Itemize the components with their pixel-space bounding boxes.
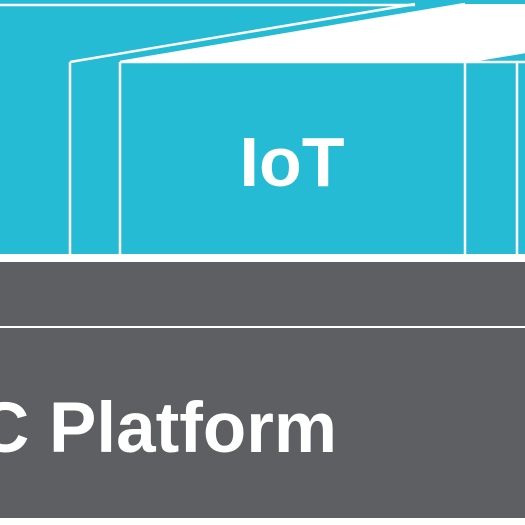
outline-right-diagonal [464,50,525,64]
block-iot-label: IoT [240,123,345,201]
platform-lower-band [0,328,525,525]
platform-label: C Platform [0,389,337,468]
block-right-front-face [517,62,525,254]
block-left-front-face [0,62,70,254]
block-iot-top-face [70,4,465,62]
platform-upper-band [0,262,525,326]
outline-left-diagonal [69,2,416,64]
layer-gap [0,254,525,262]
block-left [0,0,525,254]
block-iot-front-face [120,62,465,254]
platform-bottom-edge [0,518,525,525]
block-left-top-face [0,0,525,62]
platform-layer: C Platform [0,262,525,525]
block-iot: IoT [70,4,465,254]
block-iot-side-face [70,62,120,254]
block-outlines [0,2,525,254]
block-right-side-face [465,62,517,254]
outline-iot-diagonal [119,2,466,64]
